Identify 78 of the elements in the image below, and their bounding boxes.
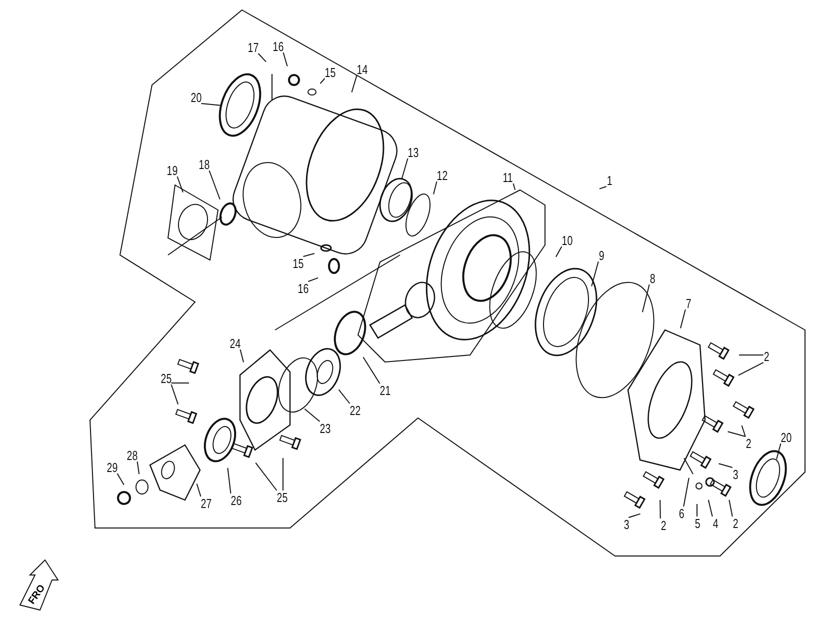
callout-number: 11 bbox=[502, 170, 513, 184]
callout-number: 7 bbox=[685, 296, 691, 310]
leader-line bbox=[555, 246, 562, 258]
callout-number: 18 bbox=[198, 158, 210, 170]
leader-line bbox=[660, 500, 661, 519]
callout-number: 19 bbox=[166, 164, 178, 176]
leader-line bbox=[200, 103, 223, 106]
callout-number: 8 bbox=[649, 272, 655, 284]
callout-number: 10 bbox=[562, 234, 573, 246]
leader-line bbox=[208, 170, 220, 200]
callout-number: 28 bbox=[126, 448, 138, 462]
leader-line bbox=[227, 467, 232, 494]
callout-number: 2 bbox=[763, 350, 769, 362]
callout-number: 2 bbox=[732, 516, 738, 530]
leader-line bbox=[282, 52, 288, 67]
callout-number: 17 bbox=[248, 40, 259, 54]
callout-number: 23 bbox=[320, 422, 331, 434]
leader-line bbox=[512, 183, 516, 190]
leader-line bbox=[727, 431, 746, 437]
leader-line bbox=[282, 458, 284, 491]
callout-number: 2 bbox=[660, 518, 666, 532]
callout-number: 16 bbox=[272, 40, 284, 52]
leader-line bbox=[598, 186, 607, 190]
leader-line bbox=[308, 277, 319, 282]
callout-number: 29 bbox=[106, 460, 118, 474]
callout-number: 3 bbox=[623, 518, 629, 530]
callout-number: 15 bbox=[324, 66, 336, 78]
leader-line bbox=[741, 425, 746, 437]
leader-line bbox=[196, 483, 202, 497]
leader-line bbox=[338, 389, 350, 404]
leader-line bbox=[240, 349, 244, 363]
leader-line bbox=[351, 75, 358, 93]
callout-number: 22 bbox=[350, 404, 361, 416]
callout-number: 15 bbox=[292, 256, 304, 270]
leader-line bbox=[738, 354, 764, 356]
leader-line bbox=[728, 499, 733, 517]
leader-line bbox=[628, 513, 641, 518]
leader-line bbox=[116, 473, 124, 486]
callout-number: 20 bbox=[780, 430, 792, 444]
leader-line bbox=[776, 443, 782, 460]
callout-number: 14 bbox=[356, 62, 368, 76]
callout-number: 16 bbox=[298, 282, 309, 294]
leader-line bbox=[136, 461, 140, 475]
leader-line bbox=[176, 176, 184, 193]
leader-line bbox=[708, 499, 713, 517]
callout-number: 6 bbox=[678, 506, 684, 520]
callout-number: 3 bbox=[732, 468, 738, 480]
leader-line bbox=[304, 408, 320, 422]
callout-number: 12 bbox=[436, 168, 448, 182]
callout-number: 1 bbox=[606, 174, 612, 186]
callout-number: 21 bbox=[380, 384, 391, 396]
callout-number: 4 bbox=[712, 516, 718, 530]
leader-line bbox=[302, 253, 315, 257]
callout-number: 5 bbox=[694, 516, 700, 530]
leader-line bbox=[433, 181, 438, 195]
callout-number: 20 bbox=[190, 90, 202, 104]
leader-line bbox=[683, 477, 690, 507]
callout-number: 27 bbox=[200, 496, 212, 510]
leader-line bbox=[738, 362, 764, 376]
callout-number: 26 bbox=[230, 494, 242, 506]
leader-line bbox=[258, 53, 267, 62]
leader-line bbox=[401, 158, 408, 180]
callout-number: 25 bbox=[276, 490, 288, 504]
leader-line bbox=[680, 309, 686, 329]
callout-number: 24 bbox=[230, 336, 241, 350]
leader-line bbox=[170, 384, 179, 405]
leader-line bbox=[718, 463, 733, 468]
leader-line bbox=[362, 356, 380, 384]
leader-line bbox=[642, 284, 650, 313]
leader-line bbox=[591, 261, 599, 287]
leader-line bbox=[255, 462, 278, 491]
callout-number: 2 bbox=[745, 436, 751, 450]
callout-number: 25 bbox=[160, 372, 172, 384]
callout-number: 9 bbox=[598, 248, 604, 262]
leader-line bbox=[320, 78, 326, 84]
leader-line bbox=[696, 504, 698, 517]
callout-number: 13 bbox=[408, 146, 419, 158]
leader-line bbox=[170, 382, 190, 384]
